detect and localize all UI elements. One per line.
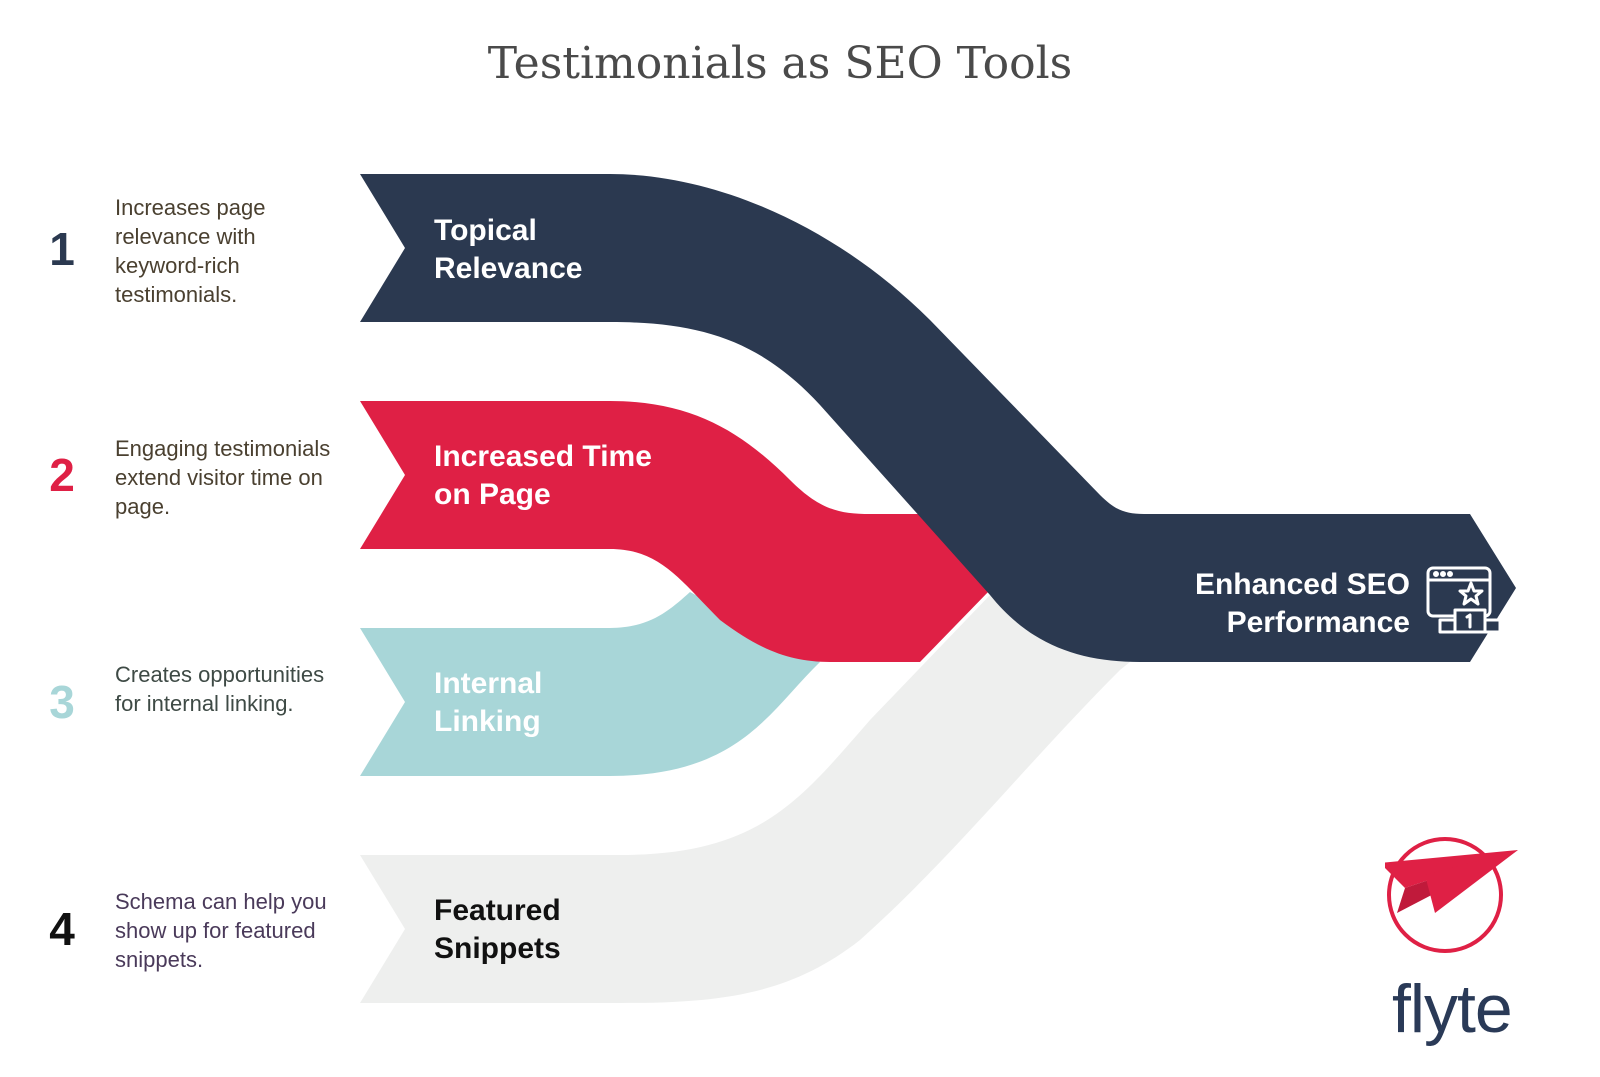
flow-label-topical-relevance: Topical Relevance — [434, 212, 694, 288]
diagram-title: Testimonials as SEO Tools — [487, 38, 1073, 89]
flow-label-line: Internal — [434, 667, 543, 700]
step-number-2: 2 — [49, 449, 75, 501]
flow-label-featured-snippets: Featured Snippets — [434, 892, 694, 968]
step-number-1: 1 — [49, 223, 75, 275]
result-label-line: Performance — [1226, 606, 1410, 639]
flow-band-internal-linking — [360, 592, 820, 776]
flow-band-time-on-page — [360, 401, 990, 662]
result-label-line: Enhanced SEO — [1194, 568, 1410, 601]
brand-logo-text: flyte — [1392, 971, 1513, 1047]
flow-label-internal-linking: Internal Linking — [434, 665, 694, 741]
step-number-3: 3 — [49, 676, 75, 728]
step-description-4: Schema can help you show up for featured… — [115, 889, 327, 972]
paper-plane-icon — [1385, 837, 1518, 953]
flow-band-topical-relevance — [360, 174, 1516, 662]
award-podium-icon — [1426, 566, 1502, 634]
flow-label-time-on-page: Increased Time on Page — [434, 438, 694, 514]
flow-label-line: Linking — [434, 705, 541, 738]
flow-label-line: Featured — [434, 894, 561, 927]
flow-label-line: Increased Time — [434, 440, 652, 473]
step-description-1: Increases page relevance with keyword-ri… — [115, 195, 266, 307]
step-number-4: 4 — [49, 903, 75, 955]
result-label: Enhanced SEO Performance — [1130, 566, 1410, 642]
flow-label-line: on Page — [434, 478, 551, 511]
flow-label-line: Snippets — [434, 932, 561, 965]
step-description-3: Creates opportunities for internal linki… — [115, 662, 325, 716]
step-description-2: Engaging testimonials extend visitor tim… — [115, 436, 331, 519]
flow-band-featured-snippets — [360, 595, 1130, 1003]
flow-label-line: Topical — [434, 214, 537, 247]
flow-label-line: Relevance — [434, 252, 583, 285]
